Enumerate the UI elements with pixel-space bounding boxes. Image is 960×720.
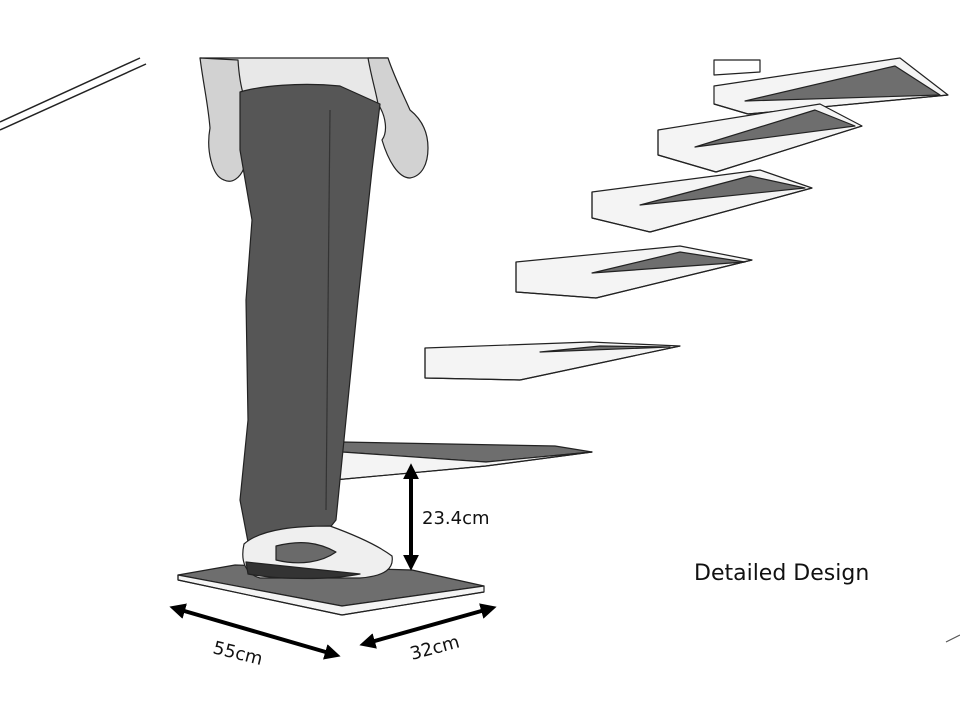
- stair-step: [333, 441, 593, 481]
- person-figure: [199, 57, 429, 580]
- dimension-arrows: [169, 463, 497, 660]
- tread-width-label: 55cm: [211, 637, 265, 670]
- stair-step: [591, 169, 813, 233]
- stair-step: [424, 341, 681, 381]
- diagram-caption: Detailed Design: [694, 561, 869, 586]
- stair-step: [713, 57, 949, 115]
- tread-depth-arrow: [359, 603, 497, 649]
- stair-step: [515, 245, 753, 299]
- handrail: [0, 57, 960, 643]
- riser-height-label: 23.4cm: [422, 508, 490, 529]
- tread-depth-label: 32cm: [408, 632, 462, 665]
- tread-width-arrow: [169, 603, 341, 660]
- shoe: [242, 525, 393, 580]
- trousers: [239, 83, 381, 543]
- stair-step: [657, 103, 863, 173]
